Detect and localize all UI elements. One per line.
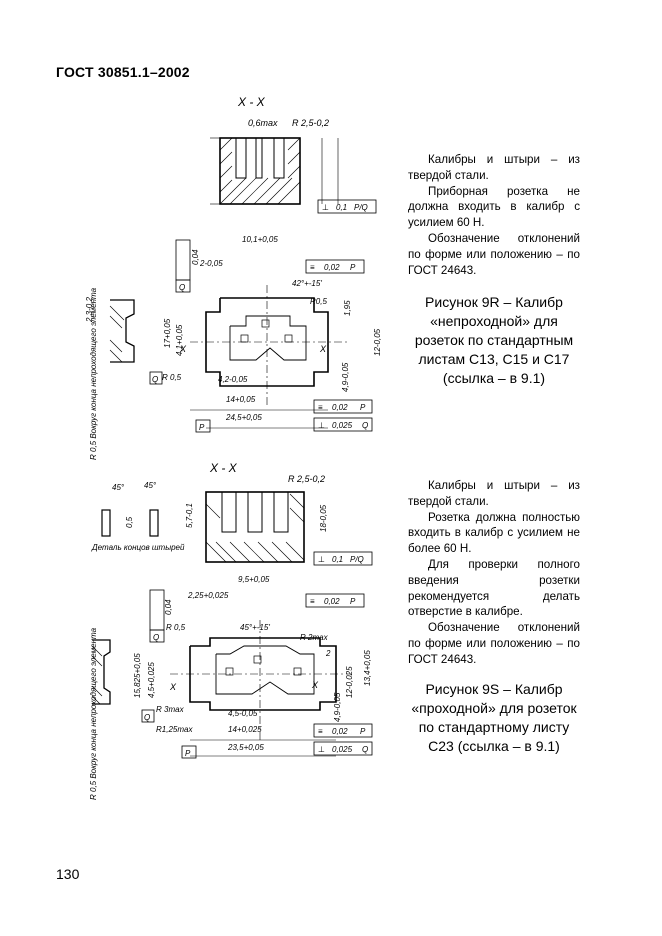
svg-text:0,04: 0,04: [164, 599, 173, 615]
svg-text:R 2,5-0,2: R 2,5-0,2: [292, 118, 329, 128]
svg-text:P: P: [199, 423, 205, 432]
svg-text:≡: ≡: [310, 263, 315, 272]
technical-drawing: X - X 0,6max R 2,5-0,2 ⊥ 0,1 P/Q 0,04 Q: [85, 95, 382, 800]
svg-text:2-0,05: 2-0,05: [199, 259, 223, 268]
notes-9r: Калибры и штыри – из твердой стали. Приб…: [408, 152, 580, 278]
svg-text:X: X: [169, 682, 177, 692]
svg-text:24,5+0,05: 24,5+0,05: [225, 413, 262, 422]
note-9r-2: Приборная розетка не должна входить в ка…: [408, 184, 580, 230]
svg-text:P: P: [350, 263, 356, 272]
svg-text:0,02: 0,02: [324, 263, 340, 272]
page-number: 130: [56, 866, 80, 882]
note-9s-3: Для проверки полного введения розетки ре…: [408, 557, 580, 619]
section-label-9s: X - X: [209, 461, 238, 475]
svg-text:4,2-0,05: 4,2-0,05: [218, 375, 248, 384]
svg-text:15,825+0,05: 15,825+0,05: [133, 653, 142, 698]
svg-text:4,1+0,05: 4,1+0,05: [175, 324, 184, 356]
svg-text:23,5+0,05: 23,5+0,05: [227, 743, 264, 752]
svg-text:45°+-15': 45°+-15': [240, 623, 270, 632]
svg-text:45°: 45°: [112, 483, 125, 492]
document-header: ГОСТ 30851.1–2002: [56, 64, 190, 80]
svg-text:Q: Q: [179, 283, 185, 292]
svg-text:P/Q: P/Q: [350, 555, 364, 564]
svg-text:0,025: 0,025: [332, 421, 353, 430]
svg-text:0,1: 0,1: [336, 203, 347, 212]
svg-text:P: P: [185, 749, 191, 758]
svg-text:X: X: [311, 680, 319, 690]
svg-text:Деталь концов штырей: Деталь концов штырей: [91, 543, 185, 552]
svg-text:2,3-0,2: 2,3-0,2: [85, 297, 94, 323]
svg-text:R 3max: R 3max: [156, 705, 185, 714]
svg-text:10,1+0,05: 10,1+0,05: [242, 235, 278, 244]
svg-text:P/Q: P/Q: [354, 203, 368, 212]
svg-text:14+0,025: 14+0,025: [228, 725, 262, 734]
svg-text:P: P: [350, 597, 356, 606]
note-9r-1: Калибры и штыри – из твердой стали.: [408, 153, 580, 182]
note-9s-1: Калибры и штыри – из твердой стали.: [408, 479, 580, 508]
svg-text:4,5+0,025: 4,5+0,025: [147, 662, 156, 698]
caption-9s: Рисунок 9S – Калибр «проходной» для розе…: [411, 681, 577, 754]
svg-text:45°: 45°: [144, 481, 157, 490]
svg-text:⊥: ⊥: [322, 203, 329, 212]
svg-text:≡: ≡: [318, 403, 323, 412]
svg-text:≡: ≡: [310, 597, 315, 606]
svg-text:R 0,5 Вокруг конца непроходяще: R 0,5 Вокруг конца непроходящего элемент…: [89, 287, 98, 460]
svg-text:1,95: 1,95: [343, 300, 352, 316]
svg-text:R1,25max: R1,25max: [156, 725, 193, 734]
svg-text:P: P: [360, 403, 366, 412]
svg-text:R 0,5 Вокруг конца непроходяще: R 0,5 Вокруг конца непроходящего элемент…: [89, 627, 98, 800]
svg-text:4,5-0,05: 4,5-0,05: [228, 709, 258, 718]
svg-text:X: X: [179, 344, 187, 354]
svg-text:12-0,05: 12-0,05: [373, 328, 382, 356]
svg-text:0,1: 0,1: [332, 555, 343, 564]
svg-text:Q: Q: [362, 745, 368, 754]
note-9s-4: Обозначение отклонений по форме или поло…: [408, 621, 580, 666]
svg-text:0,04: 0,04: [191, 249, 200, 265]
svg-text:Q: Q: [152, 375, 158, 384]
note-9s-2: Розетка должна полностью входить в калиб…: [408, 510, 580, 556]
svg-text:⊥: ⊥: [318, 421, 325, 430]
notes-9s: Калибры и штыри – из твердой стали. Розе…: [408, 478, 580, 668]
svg-text:R 0,5: R 0,5: [162, 373, 182, 382]
svg-text:0,02: 0,02: [324, 597, 340, 606]
svg-text:2,25+0,025: 2,25+0,025: [187, 591, 229, 600]
svg-text:12-0,025: 12-0,025: [345, 666, 354, 698]
svg-text:17+0,05: 17+0,05: [163, 318, 172, 348]
svg-text:5,7-0,1: 5,7-0,1: [185, 503, 194, 528]
svg-text:⊥: ⊥: [318, 555, 325, 564]
svg-text:0,025: 0,025: [332, 745, 353, 754]
svg-text:13,4+0,05: 13,4+0,05: [363, 650, 372, 686]
svg-text:⊥: ⊥: [318, 745, 325, 754]
svg-text:4,9-0,05: 4,9-0,05: [341, 362, 350, 392]
svg-text:X: X: [319, 344, 327, 354]
section-label-9r: X - X: [237, 95, 266, 109]
svg-text:Q: Q: [362, 421, 368, 430]
svg-text:P: P: [360, 727, 366, 736]
svg-text:Q: Q: [144, 713, 150, 722]
svg-text:≡: ≡: [318, 727, 323, 736]
svg-text:R 2,5-0,2: R 2,5-0,2: [288, 474, 325, 484]
svg-text:Q: Q: [153, 633, 159, 642]
svg-text:2: 2: [325, 649, 331, 658]
svg-text:9,5+0,05: 9,5+0,05: [238, 575, 270, 584]
svg-text:4,9-0,05: 4,9-0,05: [333, 692, 342, 722]
caption-9r: Рисунок 9R – Калибр «непроходной» для ро…: [414, 294, 574, 386]
svg-text:0,02: 0,02: [332, 403, 348, 412]
svg-text:42°+-15': 42°+-15': [292, 279, 322, 288]
svg-text:0,6max: 0,6max: [248, 118, 278, 128]
svg-text:14+0,05: 14+0,05: [226, 395, 256, 404]
note-9r-3: Обозначение отклонений по форме или поло…: [408, 231, 580, 277]
svg-text:0,5: 0,5: [125, 516, 134, 528]
svg-text:18-0,05: 18-0,05: [319, 504, 328, 532]
svg-text:R 0,5: R 0,5: [166, 623, 186, 632]
svg-text:R0,5: R0,5: [310, 297, 327, 306]
svg-text:0,02: 0,02: [332, 727, 348, 736]
